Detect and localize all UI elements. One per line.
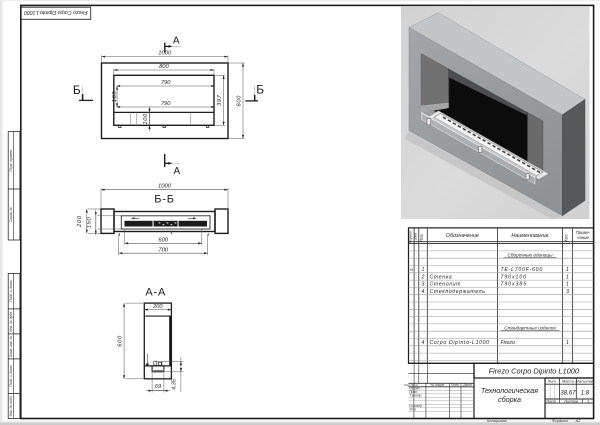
svg-text:1000: 1000 bbox=[158, 184, 172, 190]
svg-text:Масштаб: Масштаб bbox=[576, 379, 595, 384]
svg-text:185: 185 bbox=[112, 91, 118, 103]
svg-text:4: 4 bbox=[422, 289, 425, 295]
svg-text:Подп. и дата: Подп. и дата bbox=[9, 365, 13, 386]
svg-text:Инв. № дубл.: Инв. № дубл. bbox=[9, 311, 13, 332]
svg-text:Изм.Лист: Изм.Лист bbox=[404, 383, 419, 387]
svg-text:38,67: 38,67 bbox=[560, 391, 576, 397]
svg-text:790х385: 790х385 bbox=[501, 282, 528, 288]
svg-text:Дата: Дата bbox=[462, 383, 472, 387]
svg-text:Наименование: Наименование bbox=[511, 233, 548, 239]
svg-text:Firezo: Firezo bbox=[501, 340, 516, 346]
svg-text:Формат: Формат bbox=[408, 230, 412, 243]
svg-text:1: 1 bbox=[566, 267, 569, 273]
svg-text:Подп.: Подп. bbox=[451, 383, 460, 387]
svg-text:3: 3 bbox=[422, 282, 425, 288]
svg-text:600: 600 bbox=[236, 95, 242, 107]
svg-text:Сборочные единицы: Сборочные единицы bbox=[507, 253, 553, 258]
svg-text:N: N bbox=[410, 267, 413, 272]
svg-text:Firezo Corpo Dipinto L1000: Firezo Corpo Dipinto L1000 bbox=[489, 367, 580, 376]
svg-text:Зона: Зона bbox=[413, 233, 417, 240]
svg-text:69: 69 bbox=[155, 384, 162, 390]
svg-text:800: 800 bbox=[159, 64, 169, 70]
svg-text:1: 1 bbox=[422, 267, 425, 273]
svg-text:Разраб.: Разраб. bbox=[409, 387, 421, 391]
svg-text:чание: чание bbox=[577, 235, 589, 240]
svg-text:2: 2 bbox=[421, 274, 425, 280]
svg-text:Б: Б bbox=[256, 83, 264, 97]
svg-text:600: 600 bbox=[158, 237, 168, 243]
svg-text:397: 397 bbox=[217, 94, 223, 106]
svg-text:790х100: 790х100 bbox=[501, 274, 528, 280]
svg-text:Стенолит: Стенолит bbox=[430, 282, 462, 288]
svg-text:790: 790 bbox=[161, 80, 171, 86]
svg-text:Листов: Листов bbox=[563, 399, 578, 403]
svg-text:Т.контр.: Т.контр. bbox=[409, 394, 422, 398]
svg-text:100: 100 bbox=[143, 113, 149, 125]
svg-text:3: 3 bbox=[566, 289, 569, 295]
svg-text:Поз.: Поз. bbox=[419, 233, 424, 241]
svg-text:Кол.: Кол. bbox=[563, 233, 568, 241]
svg-text:Стеклодержатель: Стеклодержатель bbox=[430, 289, 486, 295]
svg-text:4,35: 4,35 bbox=[171, 378, 177, 390]
svg-text:А2: А2 bbox=[575, 418, 582, 423]
svg-text:Стенка: Стенка bbox=[430, 274, 453, 280]
svg-text:Формат: Формат bbox=[552, 418, 569, 423]
svg-text:Технологическая: Технологическая bbox=[481, 386, 538, 395]
svg-text:Подп. и дата: Подп. и дата bbox=[9, 280, 13, 301]
svg-text:1:8: 1:8 bbox=[581, 391, 590, 397]
svg-text:1000: 1000 bbox=[158, 51, 172, 57]
svg-text:700: 700 bbox=[158, 247, 168, 253]
svg-text:№ докум.: № докум. bbox=[431, 383, 445, 387]
svg-text:1: 1 bbox=[566, 340, 569, 346]
svg-text:1: 1 bbox=[587, 399, 589, 403]
svg-text:Справ. №: Справ. № bbox=[9, 206, 13, 222]
svg-text:1: 1 bbox=[566, 282, 569, 288]
svg-text:Обозначение: Обозначение bbox=[446, 233, 479, 239]
svg-text:Б-Б: Б-Б bbox=[154, 194, 175, 206]
svg-text:Б: Б bbox=[73, 83, 81, 97]
svg-text:сборка: сборка bbox=[498, 395, 521, 404]
svg-text:600: 600 bbox=[117, 335, 123, 347]
svg-text:Лист: Лист bbox=[545, 399, 556, 403]
svg-text:1: 1 bbox=[566, 274, 569, 280]
svg-text:150: 150 bbox=[87, 216, 93, 228]
svg-text:Firezo Corpo Dipinto L1000: Firezo Corpo Dipinto L1000 bbox=[24, 9, 88, 15]
svg-text:Н.контр.: Н.контр. bbox=[409, 404, 423, 408]
svg-text:Лит.: Лит. bbox=[547, 379, 557, 384]
svg-text:Взам. инв. №: Взам. инв. № bbox=[9, 336, 13, 357]
svg-text:Пров.: Пров. bbox=[409, 390, 418, 394]
svg-text:Инв. № подл.: Инв. № подл. bbox=[9, 395, 13, 416]
svg-text:А-А: А-А bbox=[145, 287, 166, 299]
svg-text:Утв.: Утв. bbox=[409, 408, 416, 412]
svg-text:Corpo Dipinto-L1000: Corpo Dipinto-L1000 bbox=[430, 340, 490, 346]
svg-text:Масса: Масса bbox=[562, 379, 575, 384]
svg-text:Стандартные изделия: Стандартные изделия bbox=[504, 326, 556, 331]
svg-text:Перв. примен.: Перв. примен. bbox=[9, 149, 13, 172]
svg-text:ТЕ-L700F-600: ТЕ-L700F-600 bbox=[501, 267, 543, 273]
svg-text:200: 200 bbox=[77, 215, 83, 228]
svg-text:Приме-: Приме- bbox=[576, 230, 591, 235]
svg-text:Копировал: Копировал bbox=[487, 418, 508, 423]
svg-text:790: 790 bbox=[161, 101, 171, 107]
svg-text:А: А bbox=[173, 166, 180, 177]
svg-text:200: 200 bbox=[152, 304, 163, 310]
svg-text:А: А bbox=[173, 36, 180, 47]
svg-text:4: 4 bbox=[422, 340, 425, 346]
